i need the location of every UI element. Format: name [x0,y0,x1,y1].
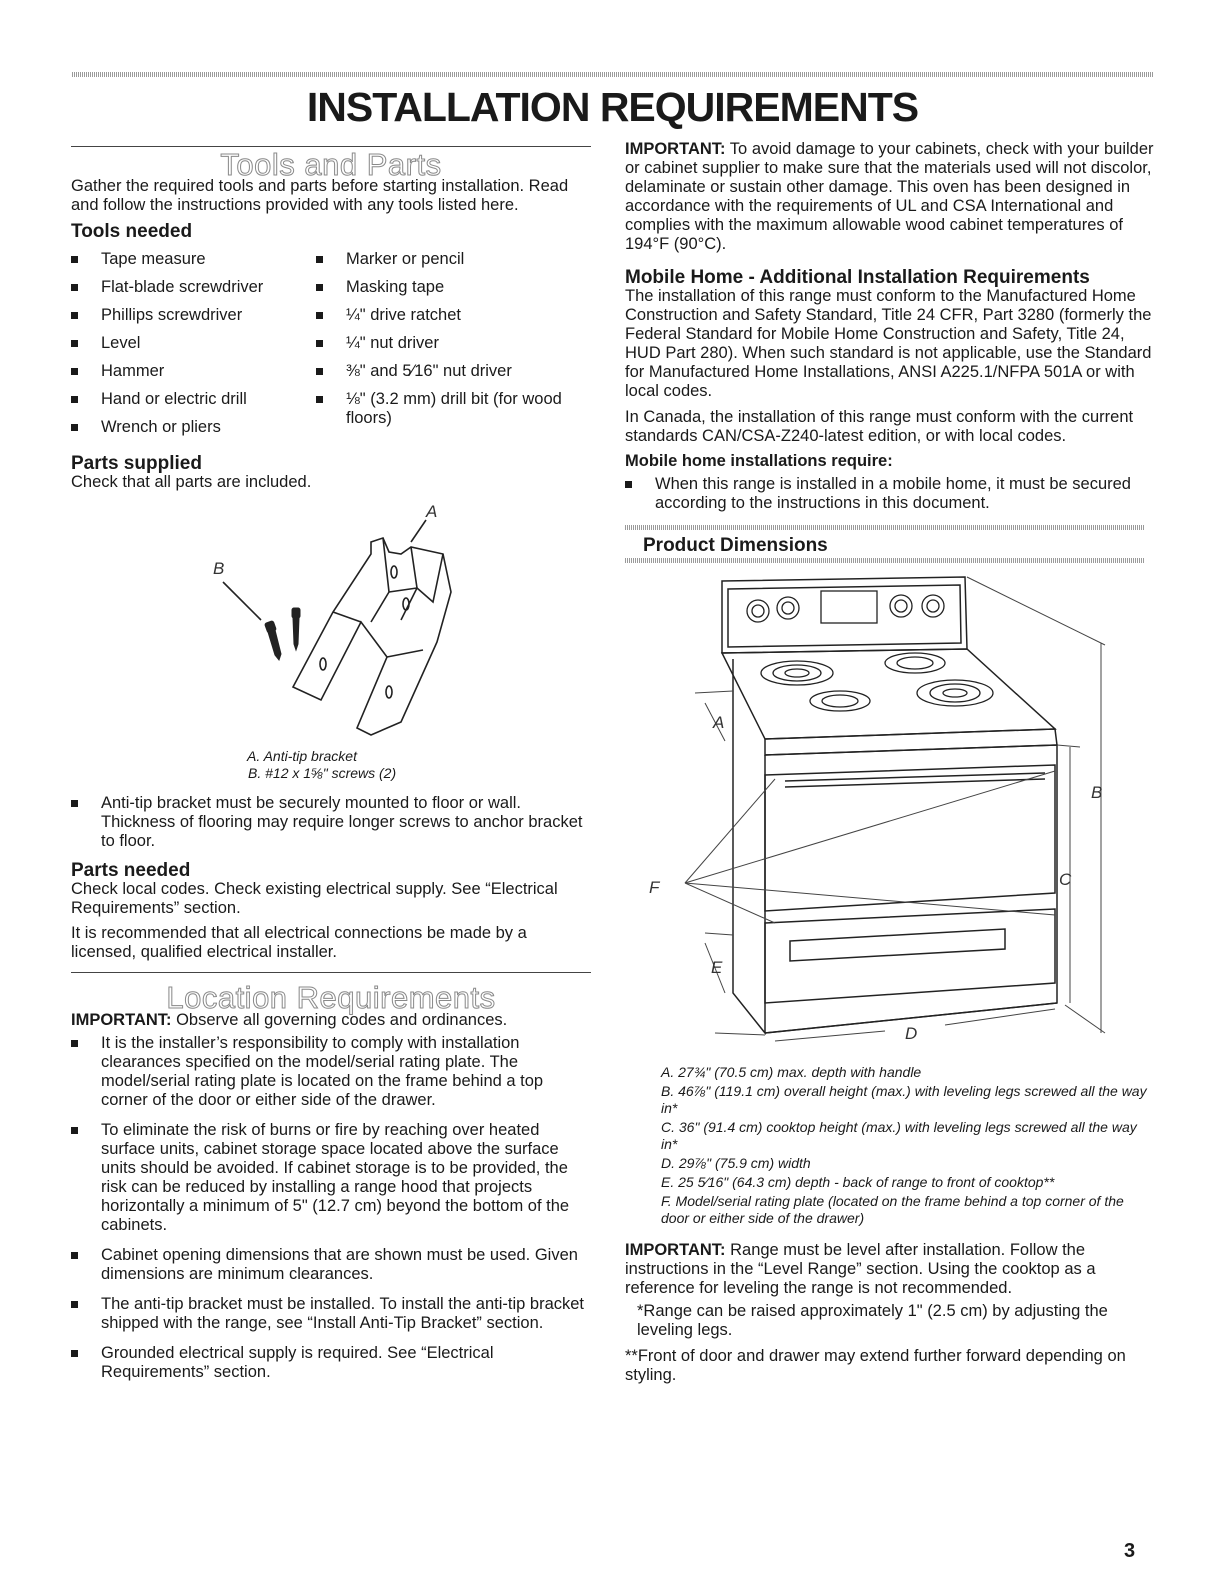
range-dimensions-illustration: A B C D E F [649,576,1106,1043]
section-divider [71,146,591,147]
important-text: To avoid damage to your cabinets, check … [625,140,1154,253]
bracket-note-list: Anti-tip bracket must be securely mounte… [71,794,591,851]
important-label: IMPORTANT: [71,1011,172,1029]
parts-supplied-heading: Parts supplied [71,453,202,474]
anti-tip-bracket-figure: B A A. Anti-tip bracket B. #12 x 1⅝" scr… [71,492,591,782]
list-item: When this range is installed in a mobile… [625,475,1155,513]
caption-f: F. Model/serial rating plate (located on… [661,1193,1124,1226]
right-column: IMPORTANT: To avoid damage to your cabin… [625,140,1155,1385]
mobile-home-text-1: The installation of this range must conf… [625,287,1152,400]
mobile-home-heading: Mobile Home - Additional Installation Re… [625,267,1090,288]
list-item: Hand or electric drill [71,390,316,409]
caption-a: A. 27¾" (70.5 cm) max. depth with handle [661,1064,922,1080]
hatch-rule [625,558,1145,563]
cabinet-important: IMPORTANT: To avoid damage to your cabin… [625,140,1155,254]
label-f: F [649,878,661,897]
caption-d: D. 29⅞" (75.9 cm) width [661,1155,811,1171]
label-a: A [425,502,437,521]
bracket-caption: A. Anti-tip bracket B. #12 x 1⅝" screws … [247,748,396,782]
level-important: IMPORTANT: Range must be level after ins… [625,1241,1155,1298]
mobile-require-list: When this range is installed in a mobile… [625,475,1155,513]
label-b: B [213,559,224,578]
list-item: Masking tape [316,278,566,297]
tools-and-parts-heading: Tools and Parts [220,147,442,182]
list-item: ⅜" and 5⁄16" nut driver [316,362,566,381]
caption-a: A. Anti-tip bracket [247,748,357,764]
list-item: Cabinet opening dimensions that are show… [71,1246,591,1284]
label-e: E [711,958,723,977]
location-requirements-heading: Location Requirements [166,980,496,1015]
product-dimensions-heading: Product Dimensions [643,535,828,556]
important-label: IMPORTANT: [625,140,726,158]
caption-c: C. 36" (91.4 cm) cooktop height (max.) w… [661,1119,1137,1152]
footnote-1: *Range can be raised approximately 1" (2… [637,1302,1108,1339]
caption-b: B. #12 x 1⅝" screws (2) [248,765,397,781]
list-item: Tape measure [71,250,316,269]
important-text: Observe all governing codes and ordinanc… [171,1011,508,1029]
tools-list-col1: Tape measure Flat-blade screwdriver Phil… [71,250,316,446]
label-a: A [712,713,724,732]
list-item: Phillips screwdriver [71,306,316,325]
list-item: To eliminate the risk of burns or fire b… [71,1121,591,1235]
list-item: Hammer [71,362,316,381]
list-item: Wrench or pliers [71,418,316,437]
page-title: INSTALLATION REQUIREMENTS [306,84,919,130]
label-c: C [1059,870,1072,889]
important-text: Range must be level after installation. … [625,1241,1096,1297]
range-dimensions-figure: A B C D E F [625,563,1155,1063]
dimension-captions: A. 27¾" (70.5 cm) max. depth with handle… [625,1064,1155,1227]
mobile-require-heading: Mobile home installations require: [625,452,893,470]
tools-needed-heading: Tools needed [71,221,193,242]
hatch-rule [625,525,1145,530]
bracket-note: Anti-tip bracket must be securely mounte… [71,794,591,851]
list-item: Flat-blade screwdriver [71,278,316,297]
location-requirements-list: It is the installer’s responsibility to … [71,1034,591,1382]
section-divider [71,972,591,973]
tools-list: Tape measure Flat-blade screwdriver Phil… [71,250,591,446]
parts-needed-text-1: Check local codes. Check existing electr… [71,880,558,917]
list-item: Marker or pencil [316,250,566,269]
parts-needed-heading: Parts needed [71,860,191,881]
parts-needed-text-2: It is recommended that all electrical co… [71,924,527,961]
label-d: D [905,1024,917,1043]
parts-supplied-text: Check that all parts are included. [71,473,312,491]
mobile-home-text-2: In Canada, the installation of this rang… [625,408,1134,445]
page-number: 3 [1124,1540,1136,1562]
list-item: It is the installer’s responsibility to … [71,1034,591,1110]
label-b: B [1091,783,1102,802]
caption-e: E. 25 5⁄16" (64.3 cm) depth - back of ra… [661,1174,1055,1190]
list-item: The anti-tip bracket must be installed. … [71,1295,591,1333]
list-item: ¼" nut driver [316,334,566,353]
left-column: Tools and Parts Gather the required tool… [71,146,591,1382]
caption-b: B. 46⅞" (119.1 cm) overall height (max.)… [661,1083,1147,1116]
list-item: ¼" drive ratchet [316,306,566,325]
top-hatch-rule [72,72,1154,77]
anti-tip-bracket-illustration: B A [213,502,452,736]
list-item: Grounded electrical supply is required. … [71,1344,591,1382]
footnote-2: **Front of door and drawer may extend fu… [625,1347,1126,1384]
tools-list-col2: Marker or pencil Masking tape ¼" drive r… [316,250,566,446]
important-label: IMPORTANT: [625,1241,726,1259]
tools-intro: Gather the required tools and parts befo… [71,177,569,214]
location-important: IMPORTANT: Observe all governing codes a… [71,1011,591,1030]
list-item: ⅛" (3.2 mm) drill bit (for wood floors) [316,390,566,428]
list-item: Level [71,334,316,353]
